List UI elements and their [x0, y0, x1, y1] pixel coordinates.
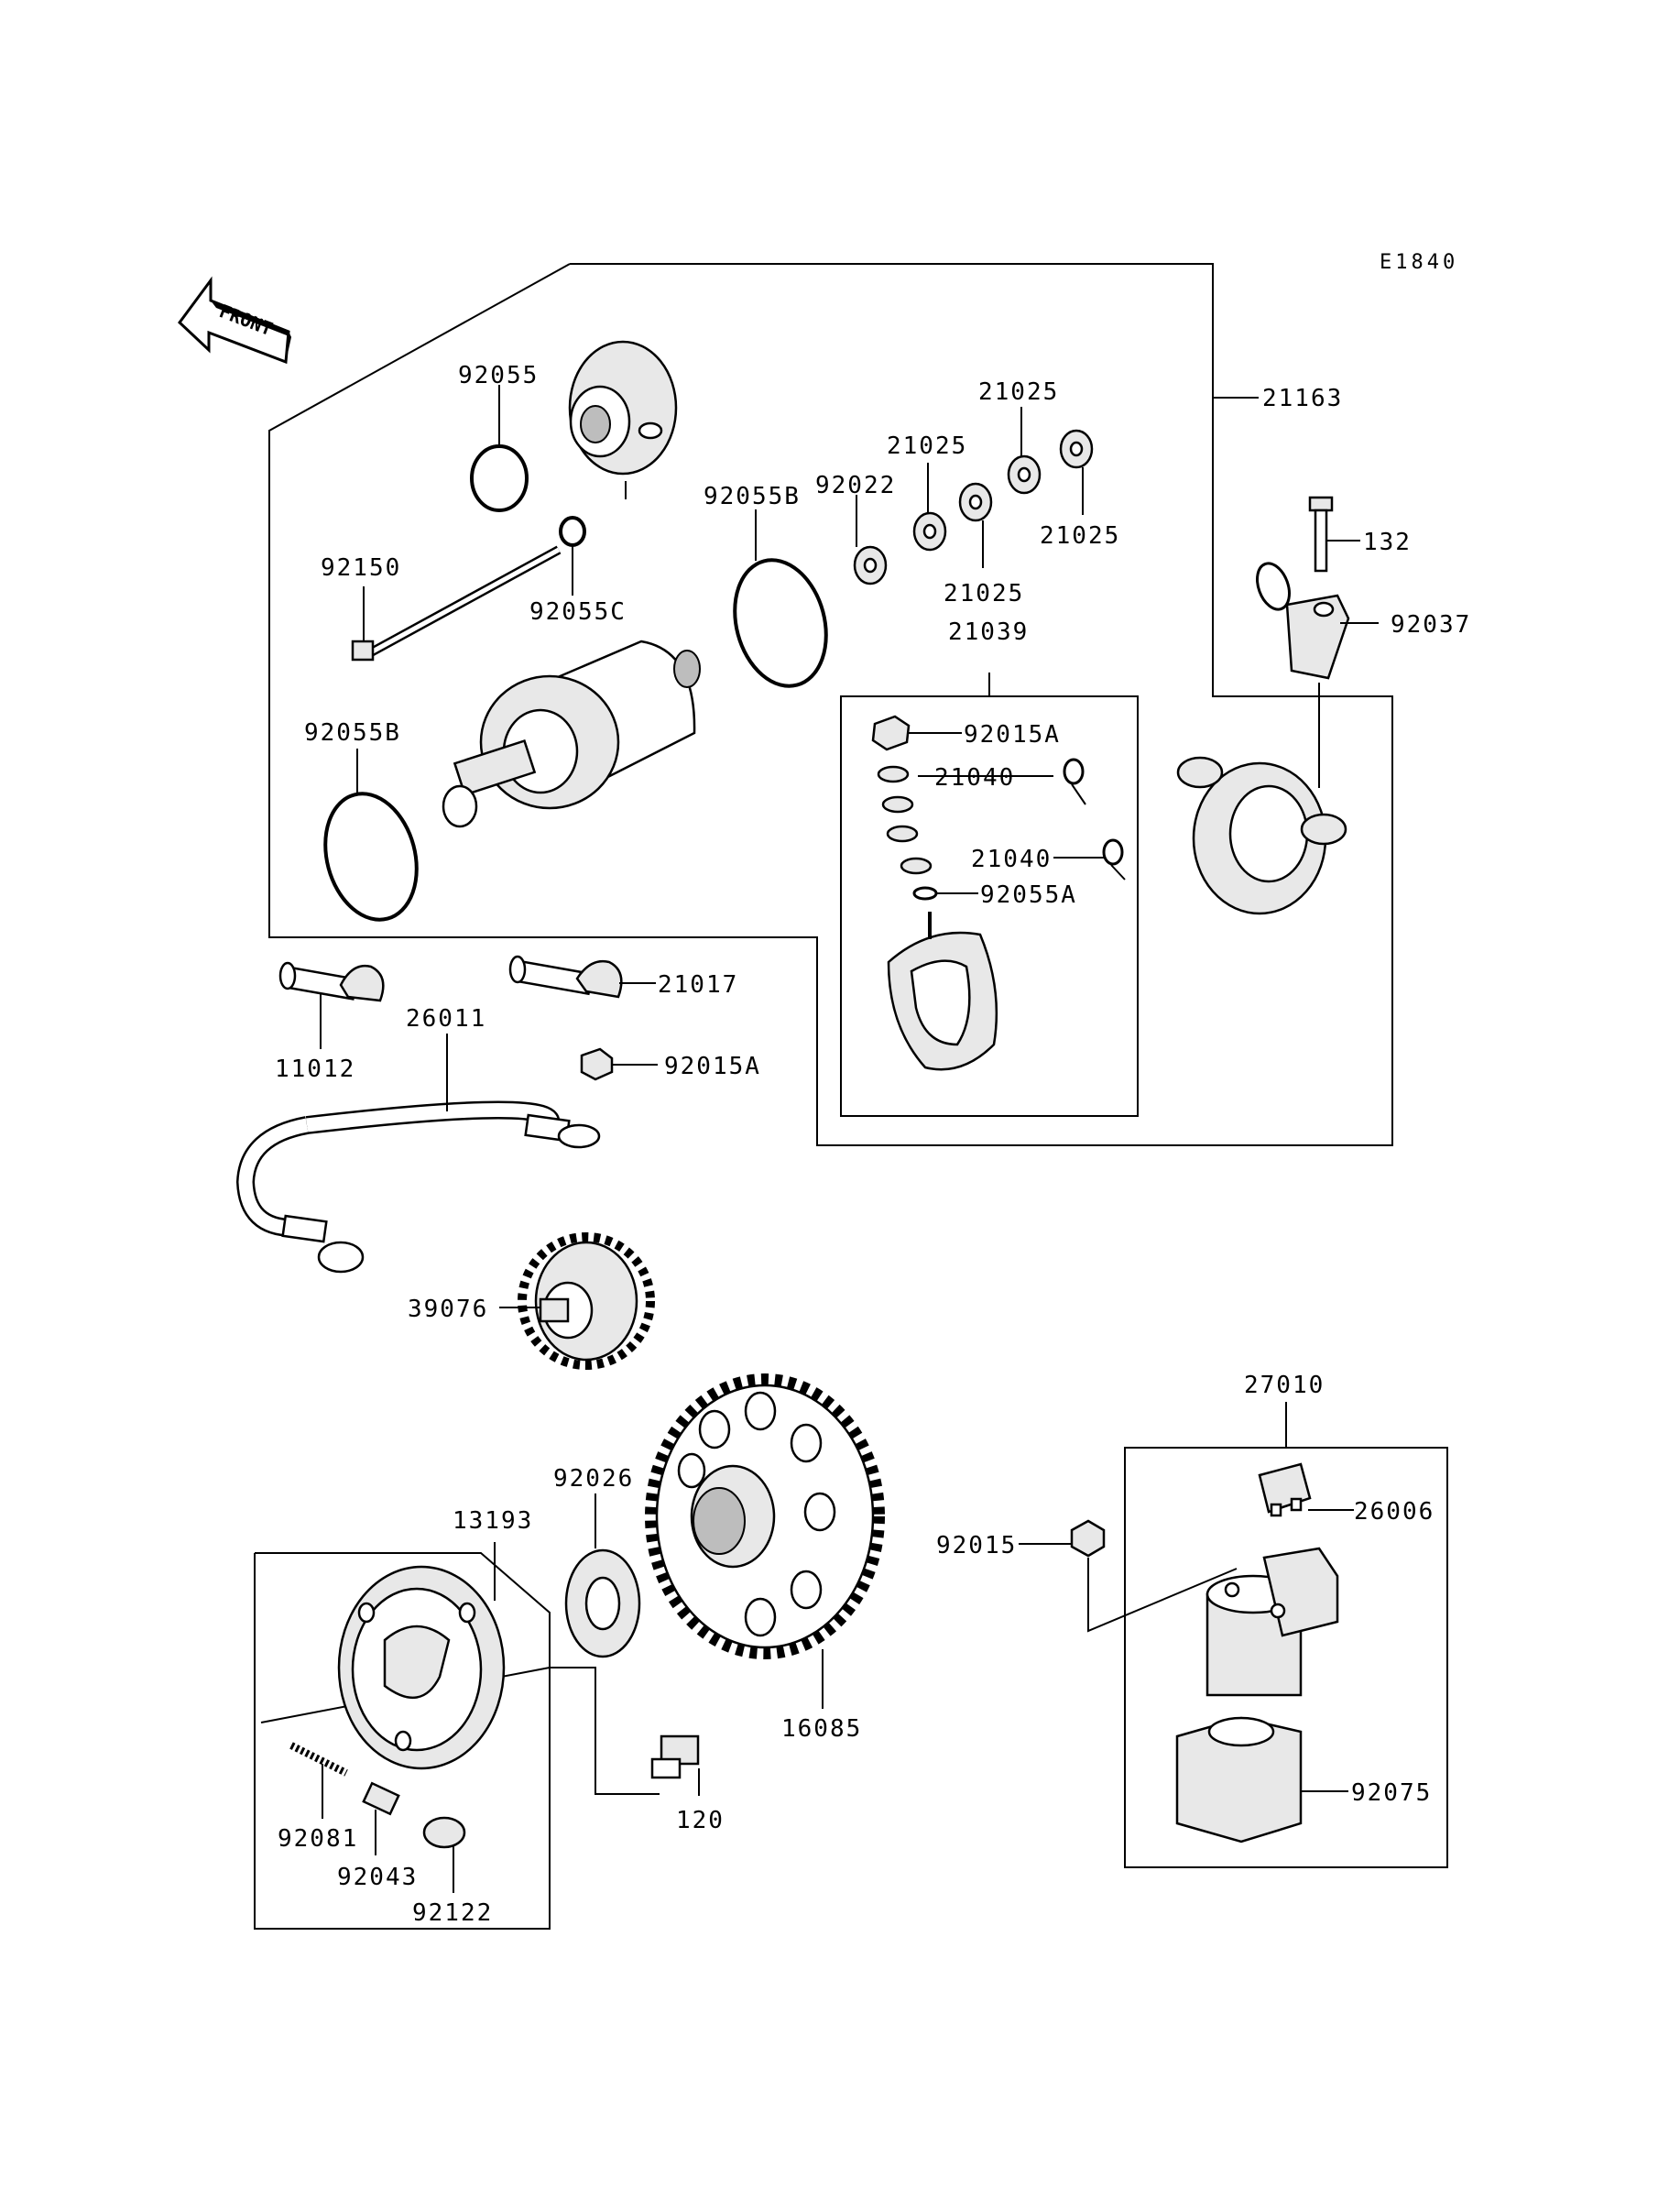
o-ring-92055b-left: [323, 792, 419, 922]
clamp-92037: [1256, 562, 1379, 788]
label-92015: 92015: [936, 1532, 1017, 1559]
label-132: 132: [1363, 529, 1412, 556]
cable-26011: [235, 1034, 601, 1274]
label-92055b-top: 92055B: [704, 483, 801, 510]
label-26011: 26011: [406, 1005, 486, 1033]
nut-92015: [1019, 1519, 1238, 1633]
nut-92015a-mid: [580, 1047, 658, 1081]
bolt-120: [650, 1734, 700, 1796]
starter-relay: [1205, 1547, 1339, 1697]
label-92037: 92037: [1391, 611, 1471, 639]
label-92081: 92081: [278, 1825, 358, 1853]
label-26006: 26006: [1354, 1498, 1435, 1526]
starter-motor: [442, 640, 701, 828]
spring-92081: [289, 1742, 348, 1819]
starter-assembly-frame: [268, 263, 1393, 1146]
label-92122: 92122: [412, 1899, 493, 1927]
label-21025-b: 21025: [978, 378, 1059, 406]
starter-clutch-gear-16085: [645, 1373, 885, 1709]
spring-21040-a: [1063, 758, 1086, 805]
label-92150: 92150: [321, 554, 401, 582]
starter-front-cover: [1176, 756, 1347, 915]
diagram-code: E1840: [1380, 251, 1458, 274]
terminal-boot-11012: [278, 961, 385, 1049]
label-92055: 92055: [458, 362, 539, 389]
label-21025-d: 21025: [944, 580, 1024, 607]
washer-21025-b: [958, 482, 993, 568]
label-92043: 92043: [337, 1864, 418, 1891]
label-92022: 92022: [815, 472, 896, 499]
spring-21040-b: [1053, 838, 1126, 881]
washer-21025-d: [1059, 429, 1094, 515]
insulator-washers: [877, 765, 1053, 875]
starter-clutch-13193: [337, 1565, 506, 1770]
label-21040-a: 21040: [934, 764, 1015, 792]
fuse-26006: [1258, 1462, 1354, 1517]
o-ring-92055: [470, 444, 529, 512]
label-92075: 92075: [1351, 1779, 1432, 1807]
label-11012: 11012: [275, 1056, 355, 1083]
label-21025-a: 21025: [887, 432, 967, 460]
idle-gear-39076: [499, 1232, 655, 1370]
label-92055b-left: 92055B: [304, 719, 401, 747]
o-ring-92055c: [559, 516, 586, 547]
label-21039: 21039: [948, 618, 1029, 646]
label-21017: 21017: [658, 971, 738, 999]
washer-21025-c: [1007, 407, 1042, 495]
relay-cover-92075: [1175, 1716, 1348, 1843]
long-bolt-92150: [351, 545, 562, 662]
starter-end-cover: [568, 340, 678, 499]
label-39076: 39076: [408, 1296, 488, 1323]
nut-92015a-top: [871, 715, 962, 751]
label-21025-c: 21025: [1040, 522, 1120, 550]
label-92015a-top: 92015A: [964, 721, 1061, 749]
o-ring-92055b-top: [733, 558, 828, 688]
pin-92043: [362, 1781, 400, 1855]
label-21163: 21163: [1262, 385, 1343, 412]
label-92055c: 92055C: [529, 598, 627, 626]
front-arrow-icon: FRONT: [178, 276, 291, 365]
label-13193: 13193: [453, 1507, 533, 1535]
label-21040-b: 21040: [971, 846, 1052, 873]
roller-92122: [422, 1816, 466, 1893]
label-92055a: 92055A: [980, 881, 1077, 909]
washer-92026: [564, 1493, 641, 1658]
washer-21025-a: [912, 463, 947, 552]
label-27010: 27010: [1244, 1372, 1325, 1399]
terminal-boot-21017: [508, 955, 656, 999]
brush-plate: [887, 912, 998, 1071]
label-92026: 92026: [553, 1465, 634, 1493]
label-92015a-mid: 92015A: [664, 1053, 761, 1080]
bolt-132: [1308, 496, 1360, 573]
o-ring-92055a: [912, 886, 978, 901]
washer-92022: [853, 495, 888, 585]
label-16085: 16085: [781, 1715, 862, 1743]
label-120: 120: [676, 1807, 725, 1834]
